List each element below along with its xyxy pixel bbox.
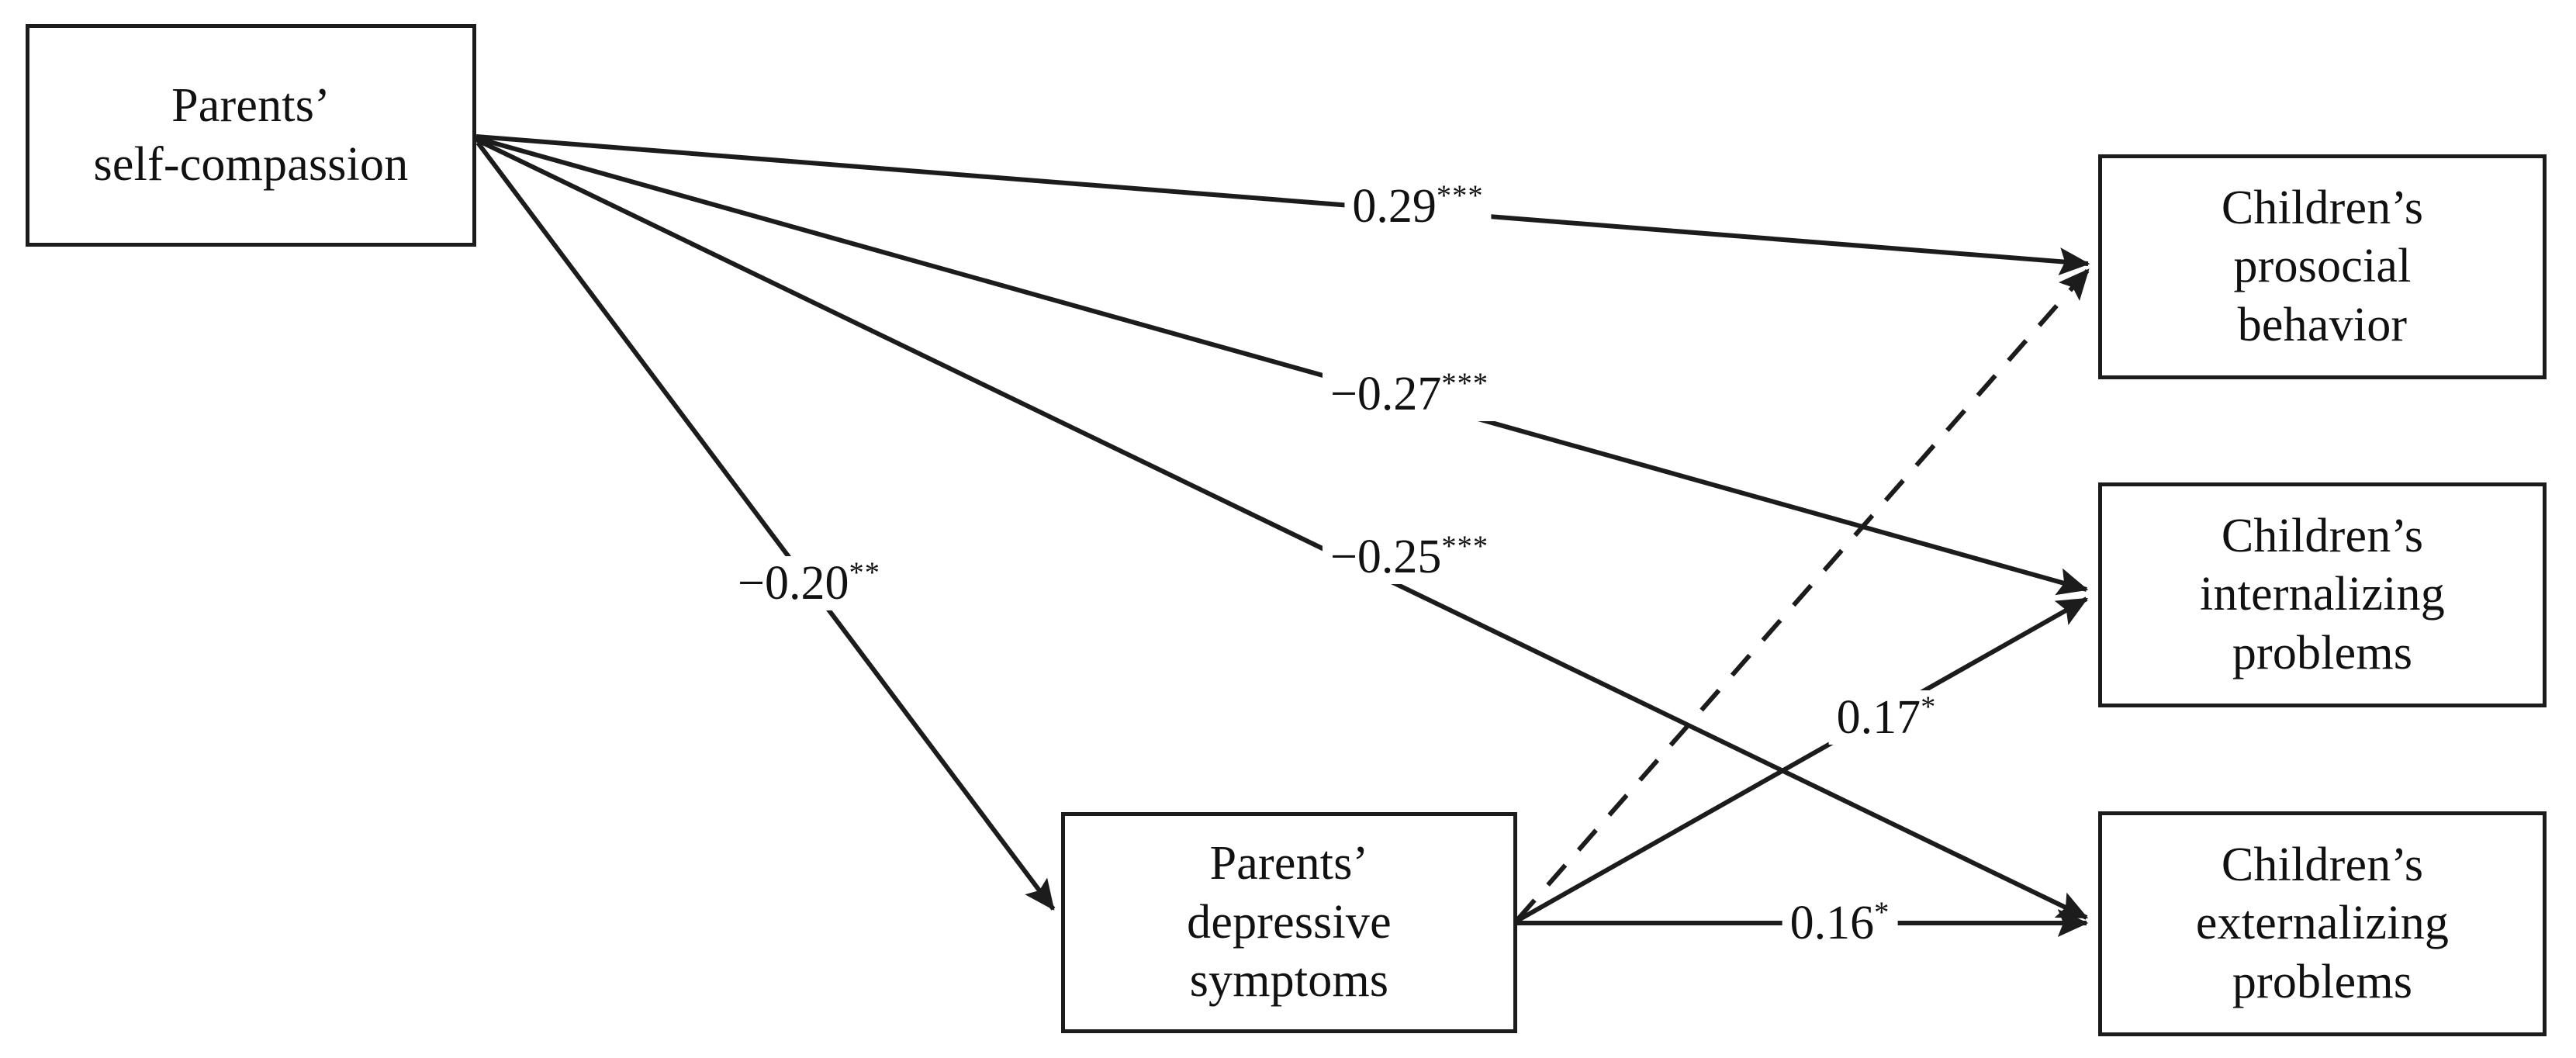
edge-label-stars: ** xyxy=(849,556,880,590)
edge-label-selfcompassion-to-prosocial: 0.29*** xyxy=(1344,179,1492,233)
node-children-prosocial-behavior-label: Children’s prosocial behavior xyxy=(2221,181,2424,351)
edge-depressive-to-prosocial-dashed xyxy=(1515,268,2090,921)
node-children-internalizing-problems[interactable]: Children’s internalizing problems xyxy=(2098,482,2547,707)
edge-label-selfcompassion-to-externalizing: −0.25*** xyxy=(1322,530,1497,584)
edge-label-value: −0.27 xyxy=(1329,368,1442,420)
edge-label-selfcompassion-to-depressive: −0.20** xyxy=(730,556,888,610)
node-children-internalizing-problems-label: Children’s internalizing problems xyxy=(2200,509,2445,679)
edge-label-value: −0.25 xyxy=(1329,531,1442,583)
node-parents-depressive-symptoms-label: Parents’ depressive symptoms xyxy=(1187,837,1392,1008)
edge-label-value: 0.17 xyxy=(1836,691,1921,744)
edge-label-stars: * xyxy=(1874,896,1890,929)
edge-label-depressive-to-internalizing: 0.17* xyxy=(1828,690,1945,745)
edge-label-value: −0.20 xyxy=(738,557,849,610)
edge-selfcompassion-to-prosocial xyxy=(475,134,2090,276)
edge-selfcompassion-to-depressive xyxy=(475,141,1056,911)
edge-selfcompassion-to-internalizing xyxy=(475,136,2089,596)
edge-label-stars: *** xyxy=(1441,367,1489,400)
node-parents-self-compassion[interactable]: Parents’ self-compassion xyxy=(26,24,476,247)
node-children-externalizing-problems[interactable]: Children’s externalizing problems xyxy=(2098,811,2547,1036)
node-parents-depressive-symptoms[interactable]: Parents’ depressive symptoms xyxy=(1061,812,1517,1033)
node-children-prosocial-behavior[interactable]: Children’s prosocial behavior xyxy=(2098,154,2547,379)
edge-label-depressive-to-externalizing: 0.16* xyxy=(1782,896,1898,950)
edge-label-value: 0.16 xyxy=(1789,897,1875,949)
edge-label-stars: *** xyxy=(1441,530,1489,563)
edge-label-stars: * xyxy=(1921,690,1937,724)
node-children-externalizing-problems-label: Children’s externalizing problems xyxy=(2195,838,2450,1008)
edge-label-stars: *** xyxy=(1436,179,1484,213)
node-parents-self-compassion-label: Parents’ self-compassion xyxy=(93,78,409,191)
edge-label-value: 0.29 xyxy=(1352,180,1437,233)
edge-label-selfcompassion-to-internalizing: −0.27*** xyxy=(1322,367,1497,421)
edge-depressive-to-internalizing xyxy=(1516,596,2089,923)
edge-selfcompassion-to-externalizing xyxy=(475,137,2089,920)
